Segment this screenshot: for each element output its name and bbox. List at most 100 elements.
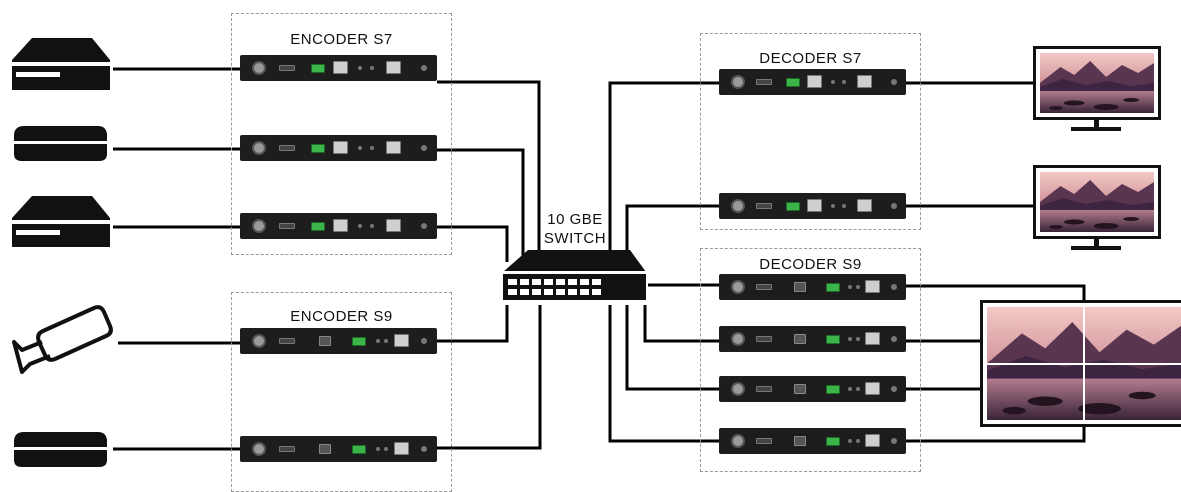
unit-port: [375, 339, 380, 343]
unit-port: [393, 334, 409, 347]
media-player-icon: [14, 126, 107, 161]
unit-port: [848, 439, 853, 443]
unit-port: [806, 199, 822, 212]
unit-port: [358, 224, 363, 228]
unit-port: [383, 339, 388, 343]
unit-port: [279, 446, 296, 452]
decoder-s9-unit: [719, 428, 906, 454]
monitor-icon: [1033, 46, 1161, 131]
network-diagram: [12, 38, 1181, 467]
decoder-s9-group: [700, 248, 921, 472]
encoder-s9-label: ENCODER S9: [290, 308, 393, 325]
encoder-s7-label: ENCODER S7: [290, 31, 393, 48]
link-enc-5: [437, 305, 542, 450]
unit-port: [352, 337, 367, 346]
unit-port: [756, 79, 773, 85]
link-wall-4: [906, 427, 1086, 443]
set-top-box-icon: [12, 38, 110, 90]
decoder-s7-unit: [719, 193, 906, 219]
unit-port: [825, 385, 840, 394]
unit-port: [793, 334, 806, 344]
unit-port: [756, 438, 773, 444]
media-player-icon: [14, 432, 107, 467]
unit-port: [864, 434, 880, 447]
unit-port: [756, 386, 773, 392]
decoder-s9-unit: [719, 274, 906, 300]
unit-port: [279, 65, 296, 71]
unit-port: [279, 145, 296, 151]
unit-port: [848, 387, 853, 391]
unit-port: [279, 338, 296, 344]
network-switch-icon: [503, 250, 646, 300]
unit-port: [421, 338, 428, 344]
encoder-s7-unit: [240, 135, 437, 161]
link-enc-4: [437, 305, 509, 343]
unit-port: [731, 434, 745, 448]
unit-port: [857, 75, 873, 88]
decoder-s9-unit: [719, 376, 906, 402]
link-wall-1: [906, 284, 1086, 300]
switch-label: 10 GBE SWITCH: [520, 210, 630, 248]
unit-port: [855, 285, 860, 289]
link-enc-3: [437, 225, 509, 262]
link-dec-5: [625, 305, 719, 391]
set-top-box-icon: [12, 196, 110, 247]
unit-port: [252, 334, 266, 348]
unit-port: [332, 141, 348, 154]
unit-port: [825, 335, 840, 344]
unit-port: [855, 337, 860, 341]
link-enc-2: [437, 148, 525, 262]
unit-port: [793, 384, 806, 394]
unit-port: [318, 444, 331, 454]
unit-port: [310, 64, 325, 73]
unit-port: [891, 336, 898, 342]
unit-port: [831, 80, 836, 84]
unit-port: [864, 382, 880, 395]
unit-port: [370, 224, 375, 228]
unit-port: [385, 141, 401, 154]
unit-port: [370, 66, 375, 70]
unit-port: [252, 219, 266, 233]
unit-port: [891, 386, 898, 392]
unit-port: [421, 223, 428, 229]
encoder-s7-group: [231, 13, 452, 255]
unit-port: [370, 146, 375, 150]
unit-port: [825, 437, 840, 446]
unit-port: [891, 284, 898, 290]
encoder-s9-unit: [240, 436, 437, 462]
unit-port: [252, 61, 266, 75]
unit-port: [252, 442, 266, 456]
link-dec-1: [608, 81, 719, 262]
unit-port: [786, 78, 801, 87]
unit-port: [731, 75, 745, 89]
unit-port: [731, 332, 745, 346]
unit-port: [756, 336, 773, 342]
monitor-icon: [1033, 165, 1161, 250]
unit-port: [358, 146, 363, 150]
unit-port: [731, 382, 745, 396]
switch-label-line2: SWITCH: [543, 230, 607, 247]
unit-port: [855, 439, 860, 443]
link-dec-6: [608, 305, 719, 443]
link-enc-1: [437, 80, 541, 262]
unit-port: [891, 203, 898, 209]
unit-port: [279, 223, 296, 229]
unit-port: [332, 61, 348, 74]
unit-port: [756, 284, 773, 290]
unit-port: [385, 219, 401, 232]
link-dec-2: [625, 204, 719, 262]
encoder-s7-unit: [240, 213, 437, 239]
unit-port: [421, 145, 428, 151]
unit-port: [891, 438, 898, 444]
unit-port: [383, 447, 388, 451]
unit-port: [421, 446, 428, 452]
unit-port: [864, 332, 880, 345]
encoder-s9-unit: [240, 328, 437, 354]
unit-port: [831, 204, 836, 208]
unit-port: [793, 436, 806, 446]
unit-port: [358, 66, 363, 70]
unit-port: [848, 337, 853, 341]
decoder-s7-label: DECODER S7: [759, 50, 862, 67]
video-wall-icon: [980, 300, 1181, 427]
link-dec-4: [643, 305, 719, 343]
